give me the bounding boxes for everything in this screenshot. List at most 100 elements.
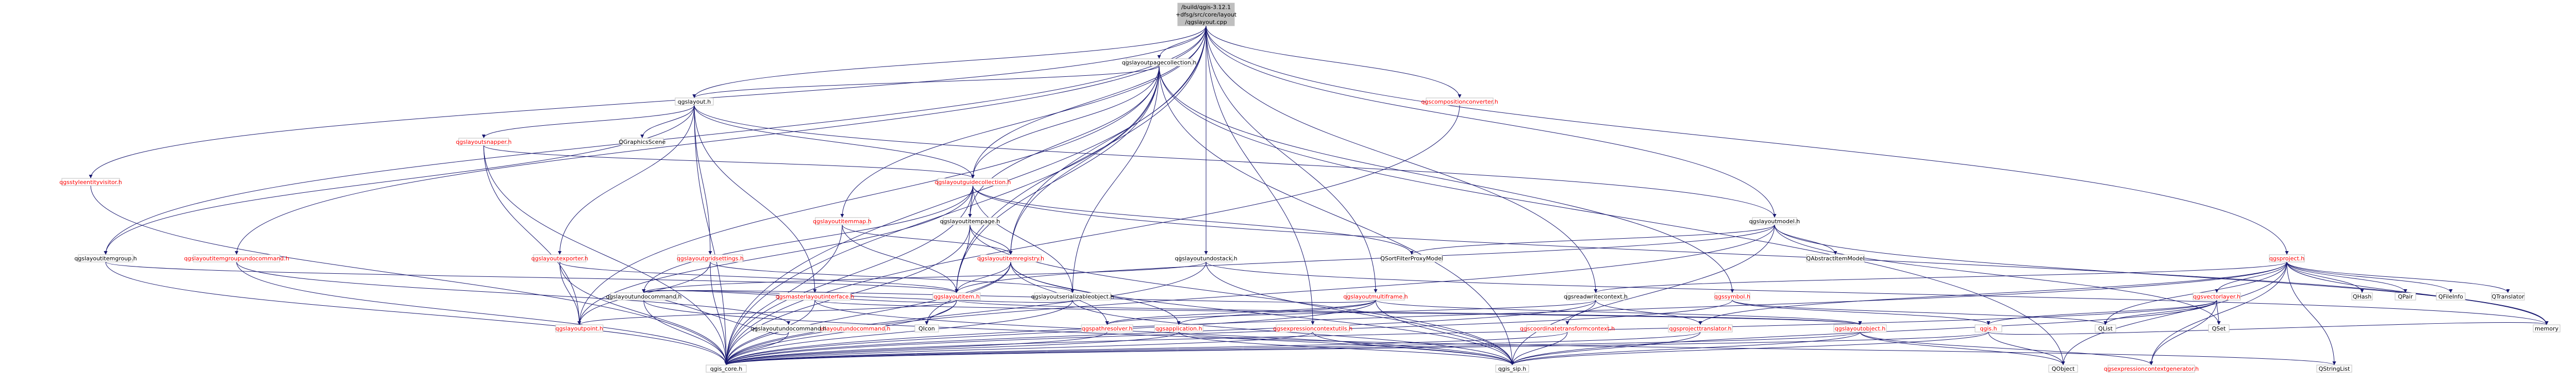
node-sortfilter[interactable]: QSortFilterProxyModel [1380,254,1443,262]
node-undocommand[interactable]: qgslayoutundocommand.h [606,292,682,301]
node-label: qgsexpressioncontextgenerator.h [2104,366,2199,372]
edge-layoutitem-to-layoutpoint [577,300,957,325]
edge-root-to-compositionconverter [1206,25,1462,98]
edge-guidecollection-to-layoutpoint [577,185,973,325]
node-qlist[interactable]: QList [2095,324,2116,333]
edge-readwritecontext-to-coordtransformctx [1565,300,1596,325]
edge-vectorlayer-to-qgis_h [1986,300,2217,325]
node-itemgroupundo[interactable]: qgslayoutitemgroupundocommand.h [184,254,289,262]
node-exporter[interactable]: qgslayoutexporter.h [531,254,588,262]
node-label: qgslayoutitemregistry.h [977,255,1044,262]
node-itemregistry[interactable]: qgslayoutitemregistry.h [977,254,1044,262]
node-qset[interactable]: QSet [2208,324,2230,333]
edge-layout_h-to-snapper [482,105,695,139]
node-application[interactable]: qgsapplication.h [1154,324,1203,333]
node-memory[interactable]: memory [2533,324,2561,333]
node-undoredo[interactable]: qgslayoutundocommand.h [814,324,891,333]
node-qgraphicsscene[interactable]: QGraphicsScene [619,138,666,146]
edge-layoutmodel-to-memory [1774,224,2549,325]
node-pagecollection[interactable]: qgslayoutpagecollection.h [1122,58,1197,67]
node-box [1126,58,1193,67]
node-qfileinfo[interactable]: QFileInfo [2436,292,2466,301]
node-layoutobject[interactable]: qgslayoutobject.h [1833,324,1887,333]
edge-layoutmodel-to-abstractitemmodel [1774,224,1837,255]
node-coordtransformctx[interactable]: qgscoordinatetransformcontext.h [1520,324,1615,333]
node-vectorlayer[interactable]: qgsvectorlayer.h [2193,292,2241,301]
edge-root-to-qgsproject [1206,25,2289,255]
node-qtranslator[interactable]: QTranslator [2491,292,2525,301]
edge-undostack-to-qgis_sip [1206,261,1514,366]
node-label: qgsapplication.h [1156,325,1202,332]
node-itemgroup[interactable]: qgslayoutitemgroup.h [74,254,137,262]
node-layoutitem[interactable]: qgslayoutitem.h [932,292,981,301]
node-label: qgslayoutundocommand.h [606,293,681,300]
node-label: qgslayoutexporter.h [531,255,588,262]
edge-qgis_h-to-memory [1988,321,2549,335]
edge-qgsproject-to-qtranslator [2286,261,2510,293]
node-projecttranslator[interactable]: qgsprojecttranslator.h [1668,324,1733,333]
node-box [193,254,280,262]
node-compositionconverter[interactable]: qgscompositionconverter.h [1421,97,1498,106]
node-qstringlist[interactable]: QStringList [2316,365,2352,373]
node-exprctxgen[interactable]: qgsexpressioncontextgenerator.h [2104,365,2199,373]
node-box [533,254,587,262]
node-qgis_h[interactable]: qgis.h [1975,324,2002,333]
node-expressionctxutils[interactable]: qgsexpressioncontextutils.h [1273,324,1352,333]
edge-undostack-to-memory [1206,261,2549,325]
node-root[interactable]: /build/qgis-3.12.1+dfsg/src/core/layout/… [1176,3,1237,26]
edge-layout_h-to-qgis_core [694,105,728,366]
node-qgis_core[interactable]: qgis_core.h [706,365,747,373]
node-itemmap[interactable]: qgslayoutitemmap.h [813,217,872,225]
node-gridsettings[interactable]: qgslayoutgridsettings.h [677,254,744,262]
node-guidecollection[interactable]: qgslayoutguidecollection.h [934,178,1011,186]
edge-undocmd_plain-to-qgis_core [724,332,789,366]
node-pathresolver[interactable]: qgspathresolver.h [1081,324,1133,333]
node-qgssymbol[interactable]: qgssymbol.h [1714,292,1750,301]
node-box [1381,254,1443,262]
edge-qgsproject-to-vectorlayer [2215,261,2287,293]
node-label: qgssymbol.h [1714,293,1750,300]
node-styleentityvisitor[interactable]: qgsstyleentityvisitor.h [59,178,122,186]
edge-qgssymbol-to-qgis_h [1732,300,1990,325]
node-layoutpoint[interactable]: qgslayoutpoint.h [555,324,604,333]
edge-qgis_h-to-qgis_core [725,332,1989,366]
node-label: qgslayoutguidecollection.h [934,179,1011,186]
node-qgsproject[interactable]: qgsproject.h [2269,254,2305,262]
node-layout_h[interactable]: qgslayout.h [675,97,714,106]
node-multiframe[interactable]: qgslayoutmultiframe.h [1343,292,1408,301]
node-undostack[interactable]: qgslayoutundostack.h [1175,254,1237,262]
node-undocmd_plain[interactable]: qgslayoutundocommand.h [750,324,827,333]
node-label: qgsexpressioncontextutils.h [1273,325,1352,332]
node-snapper[interactable]: qgslayoutsnapper.h [456,138,512,146]
node-box [1806,254,1865,262]
edge-qgis_h-to-qgis_sip [1510,332,1989,366]
node-masterlayout[interactable]: qgsmasterlayoutinterface.h [776,292,854,301]
node-box [2533,324,2561,333]
node-readwritecontext[interactable]: qgsreadwritecontext.h [1564,292,1628,301]
node-box [458,138,509,146]
node-serializable[interactable]: qgslayoutserializableobject.h [1031,292,1114,301]
node-layer: /build/qgis-3.12.1+dfsg/src/core/layout/… [59,3,2561,373]
edge-readwritecontext-to-qgis_core [724,300,1596,366]
node-box [2095,324,2116,333]
node-abstractitemmodel[interactable]: QAbstractItemModel [1806,254,1865,262]
node-box [932,292,981,301]
node-itempage[interactable]: qgslayoutitempage.h [940,217,1000,225]
node-box [1495,365,1529,373]
edge-gridsettings-to-qgis_core [710,261,728,366]
node-box [1426,97,1494,106]
node-qobject[interactable]: QObject [2048,365,2078,373]
node-layoutmodel[interactable]: qgslayoutmodel.h [1749,217,1800,225]
node-box [914,324,939,333]
edge-expressionctxutils-to-qgis_sip [1312,332,1514,366]
node-label: qgslayoutserializableobject.h [1031,293,1114,300]
node-label: qgslayoutundocommand.h [750,325,826,332]
edge-exporter-to-qgis_core [559,261,728,366]
node-qicon[interactable]: QIcon [914,324,939,333]
node-label: qgslayoutmodel.h [1749,218,1800,225]
node-qpair[interactable]: QPair [2395,292,2416,301]
node-qgis_sip[interactable]: qgis_sip.h [1495,365,1529,373]
node-qhash[interactable]: QHash [2351,292,2373,301]
edge-itemgroupundo-to-qgis_core [236,261,728,366]
